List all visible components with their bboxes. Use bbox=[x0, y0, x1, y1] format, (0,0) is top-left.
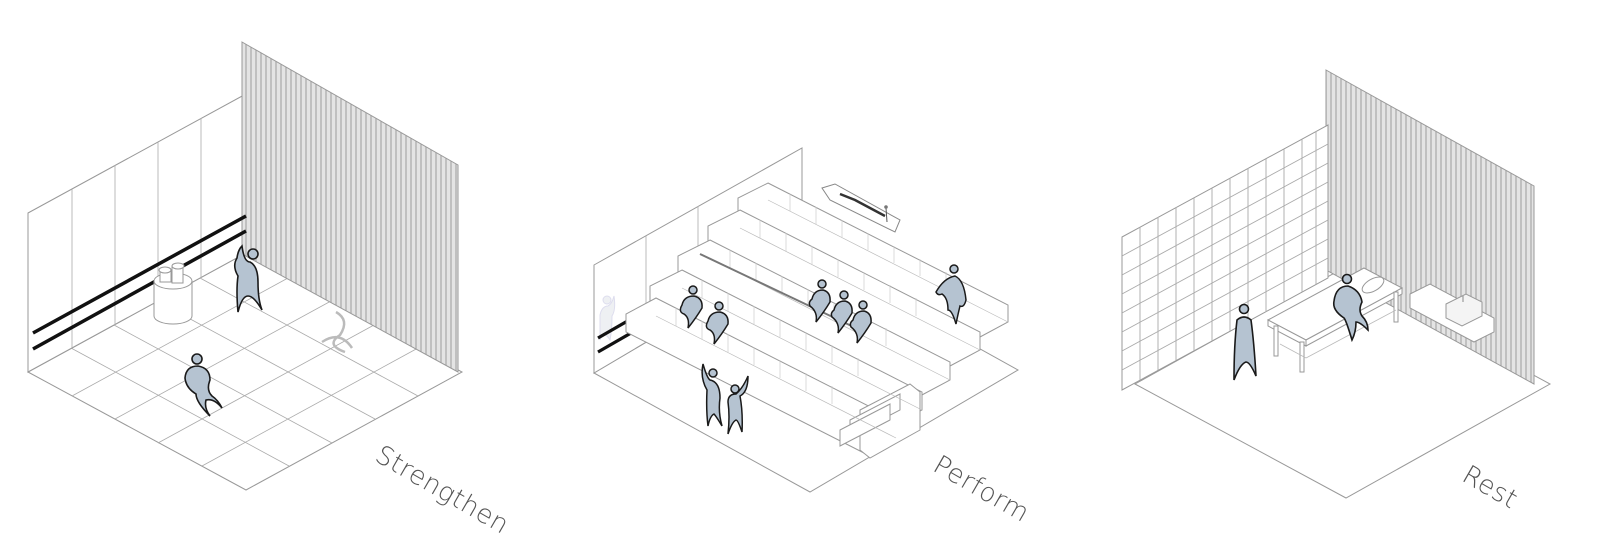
perform-isometric-drawing bbox=[592, 147, 1020, 493]
balance-board bbox=[321, 310, 354, 354]
slatted-wall bbox=[241, 41, 459, 373]
sink-vanity bbox=[1409, 283, 1495, 343]
shelving-wall bbox=[1121, 124, 1329, 391]
figure-icon bbox=[679, 285, 703, 329]
figure-icon bbox=[705, 301, 729, 345]
figure-icon bbox=[1233, 303, 1257, 381]
figure-icon bbox=[184, 353, 223, 417]
figure-icon bbox=[701, 363, 723, 427]
figure-icon bbox=[935, 264, 967, 325]
figure-icon bbox=[808, 279, 831, 323]
figure-icon bbox=[1332, 273, 1369, 343]
lighting-console bbox=[821, 183, 901, 233]
ballet-barre bbox=[32, 229, 247, 351]
figure-icon bbox=[233, 244, 263, 313]
panel-rest: Rest bbox=[1110, 0, 1600, 546]
ballet-barre bbox=[32, 214, 247, 335]
panel-strengthen: Strengthen bbox=[0, 0, 530, 546]
figure-icon bbox=[727, 375, 749, 435]
figure-icon bbox=[849, 300, 872, 344]
strengthen-isometric-drawing bbox=[26, 41, 464, 491]
rest-isometric-drawing bbox=[1121, 69, 1552, 499]
storage-cylinders bbox=[153, 262, 193, 325]
panel-perform: Perform bbox=[560, 0, 1060, 546]
figure-icon bbox=[830, 290, 853, 334]
